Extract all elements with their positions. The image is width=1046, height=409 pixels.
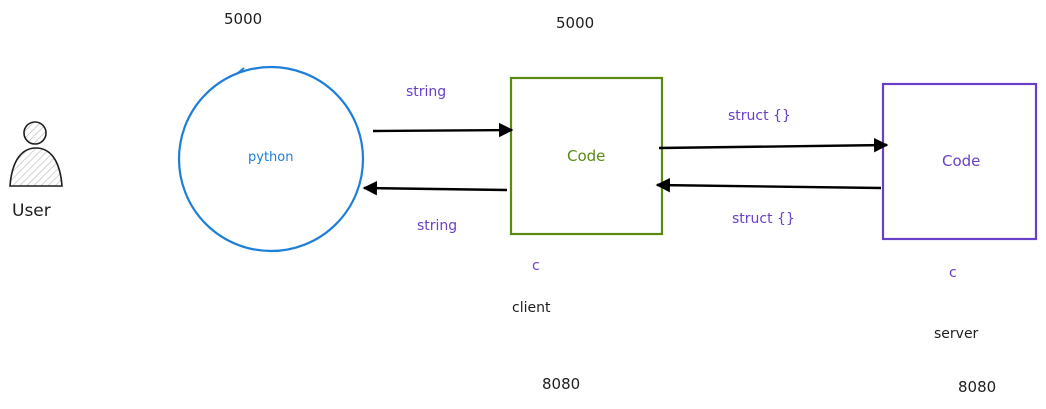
client-lang-label: c <box>532 258 540 274</box>
struct-bottom-label: struct {} <box>732 211 795 227</box>
arrow-server-to-client <box>655 177 882 193</box>
struct-top-label: struct {} <box>728 108 791 124</box>
python-label: python <box>248 150 294 165</box>
arrow-python-to-client <box>372 122 514 138</box>
server-name-label: server <box>934 326 979 342</box>
python-port-label: 5000 <box>224 10 263 28</box>
client-port-bottom-label: 8080 <box>542 375 581 393</box>
string-bottom-label: string <box>417 218 458 234</box>
server-code-box <box>881 82 1038 241</box>
user-icon <box>9 121 63 187</box>
server-port-bottom-label: 8080 <box>958 378 997 396</box>
client-code-box <box>509 76 664 236</box>
user-label: User <box>12 201 51 221</box>
client-code-label: Code <box>567 147 606 165</box>
string-top-label: string <box>406 84 447 100</box>
client-port-top-label: 5000 <box>556 14 595 32</box>
client-name-label: client <box>512 300 551 316</box>
python-node <box>177 65 365 253</box>
arrow-client-to-server <box>658 137 889 153</box>
server-code-label: Code <box>942 152 981 170</box>
arrow-client-to-python <box>362 180 508 196</box>
server-lang-label: c <box>949 265 957 281</box>
